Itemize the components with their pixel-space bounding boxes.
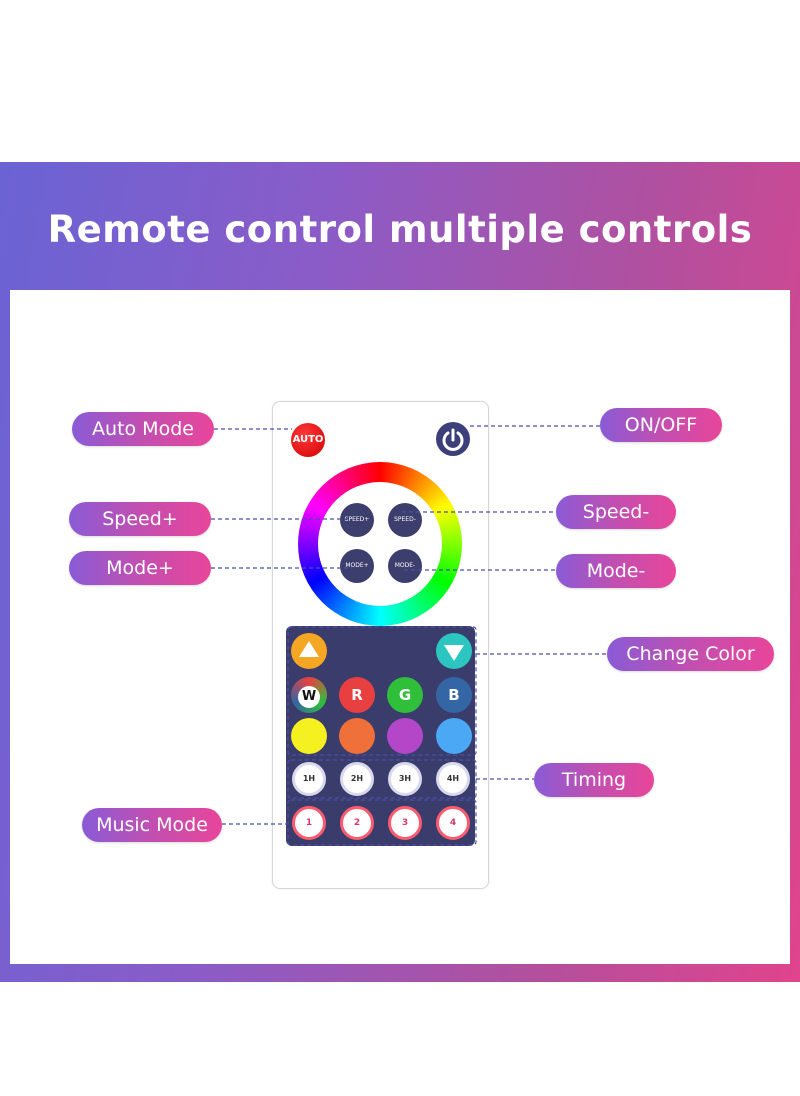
yellow-button[interactable]	[291, 718, 327, 754]
mode-minus-button[interactable]: MODE-	[388, 549, 422, 583]
label-on-off: ON/OFF	[600, 408, 722, 442]
red-button[interactable]: R	[339, 677, 375, 713]
label-speed-plus: Speed+	[69, 502, 211, 536]
color-wheel-center	[318, 482, 442, 606]
label-mode-minus: Mode-	[556, 554, 676, 588]
label-speed-minus: Speed-	[556, 495, 676, 529]
music-1-button[interactable]: 1	[292, 806, 326, 840]
power-button[interactable]	[436, 422, 470, 456]
white-button[interactable]: W	[291, 677, 327, 713]
power-icon	[442, 428, 464, 451]
blue-button[interactable]: B	[436, 677, 472, 713]
mode-plus-button[interactable]: MODE+	[340, 549, 374, 583]
white-label: W	[298, 686, 320, 708]
purple-button[interactable]	[387, 718, 423, 754]
light-blue-button[interactable]	[436, 718, 472, 754]
music-2-button[interactable]: 2	[340, 806, 374, 840]
speed-plus-button[interactable]: SPEED+	[340, 503, 374, 537]
timer-1h-button[interactable]: 1H	[292, 762, 326, 796]
label-auto-mode: Auto Mode	[72, 412, 214, 446]
timer-2h-button[interactable]: 2H	[340, 762, 374, 796]
page-title: Remote control multiple controls	[47, 208, 753, 251]
label-mode-plus: Mode+	[69, 551, 211, 585]
label-music-mode: Music Mode	[82, 808, 222, 842]
arrow-down-icon	[444, 645, 464, 661]
speed-minus-button[interactable]: SPEED-	[388, 503, 422, 537]
brightness-up-button[interactable]	[291, 633, 327, 669]
timer-4h-button[interactable]: 4H	[436, 762, 470, 796]
label-change-color: Change Color	[607, 637, 774, 671]
music-4-button[interactable]: 4	[436, 806, 470, 840]
timer-3h-button[interactable]: 3H	[388, 762, 422, 796]
auto-button[interactable]: AUTO	[291, 423, 325, 457]
arrow-up-icon	[299, 641, 319, 657]
label-timing: Timing	[534, 763, 654, 797]
music-3-button[interactable]: 3	[388, 806, 422, 840]
orange-button[interactable]	[339, 718, 375, 754]
green-button[interactable]: G	[387, 677, 423, 713]
brightness-down-button[interactable]	[436, 633, 472, 669]
